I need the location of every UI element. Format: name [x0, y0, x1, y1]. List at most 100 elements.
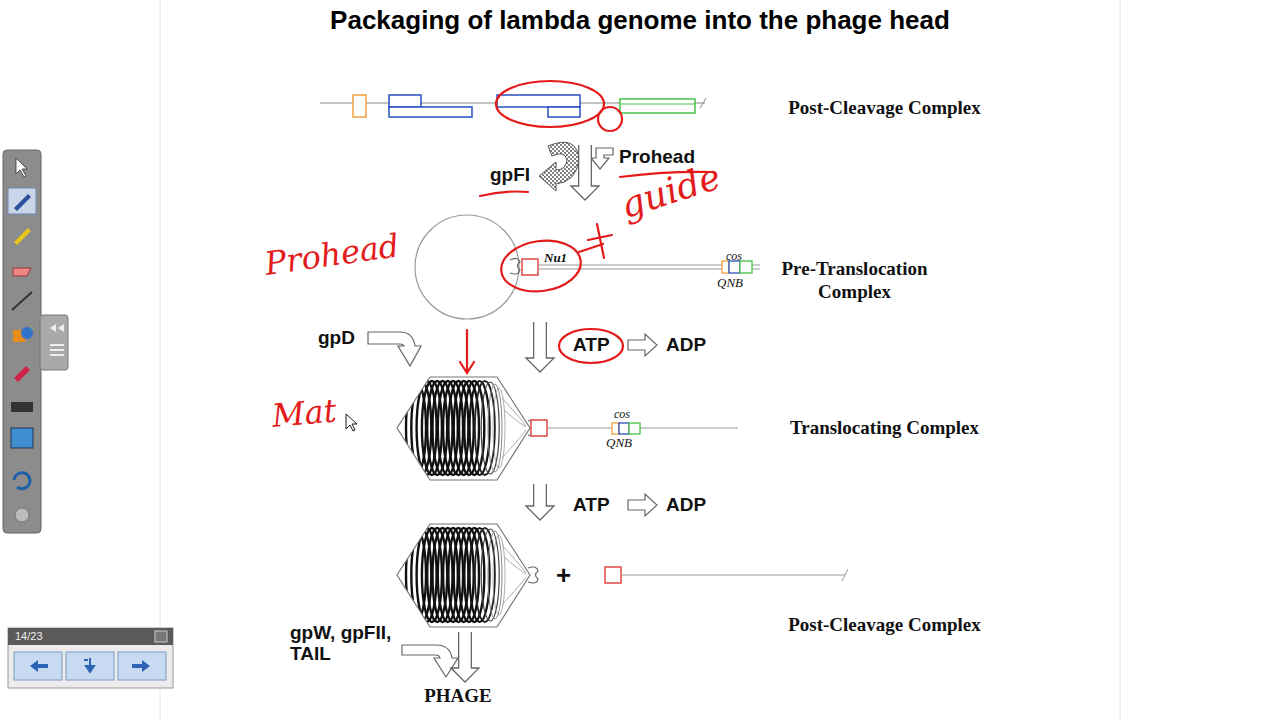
- stage-name: Translocating Complex: [767, 416, 1002, 439]
- dna-post-cleavage-top: [389, 107, 472, 117]
- site-label: cos: [726, 249, 742, 263]
- gpd-arrow: [368, 332, 421, 366]
- site-label: QNB: [717, 275, 743, 290]
- tool-palette: [11, 428, 33, 448]
- energy-label: ATP: [573, 334, 610, 356]
- energy-label: ADP: [666, 494, 706, 516]
- process-arrow: [571, 145, 599, 200]
- tool-palette: [16, 158, 27, 177]
- process-arrow: [526, 484, 554, 520]
- prohead-assembly: [415, 215, 519, 319]
- dna-post-cleavage-top: [353, 95, 366, 117]
- energy-label: ATP: [573, 494, 610, 516]
- handwritten-annotation: [498, 236, 584, 297]
- handwritten-annotation: [579, 244, 603, 252]
- slide-navigator: [84, 658, 94, 672]
- dna-post-cleavage-top: [620, 104, 695, 105]
- dna-post-cleavage-top: [320, 95, 706, 117]
- translocating-head: [397, 377, 738, 480]
- atp-adp-arrow: [628, 334, 657, 516]
- prohead-feed-arrow: [591, 148, 613, 169]
- plus-sign: +: [556, 560, 571, 590]
- translocating-head: [619, 423, 629, 434]
- handwritten-annotation: [496, 81, 604, 127]
- slide-border: [160, 0, 161, 720]
- slide-navigator: [8, 628, 173, 688]
- arrow-body: [579, 145, 590, 188]
- arrow-body: [534, 322, 545, 360]
- handwritten-annotation: [480, 192, 528, 197]
- gpfi-curved-arrow: [539, 142, 579, 191]
- process-arrow: [451, 632, 479, 682]
- gpfi-curved-arrow: [539, 142, 579, 191]
- slide-navigator: [132, 660, 150, 672]
- tool-palette: [14, 366, 30, 382]
- tool-palette: [14, 194, 31, 211]
- filled-head: [621, 574, 845, 575]
- handwritten-note: Prohead: [262, 227, 401, 282]
- arrow-outline: [533, 484, 547, 506]
- stage-name: Pre-Translocation Complex: [767, 257, 942, 303]
- tool-palette: [11, 402, 33, 412]
- complex-stage: Pre-Translocation Complex: [410, 200, 995, 322]
- arrow-head: [571, 186, 599, 200]
- protein-label: gpW, gpFII, TAIL: [290, 622, 412, 664]
- filled-head: [842, 569, 848, 581]
- filled-head: [397, 524, 848, 627]
- prohead-assembly: [415, 215, 760, 319]
- stage-name: PHAGE: [408, 684, 508, 707]
- handwritten-annotation: [460, 330, 474, 373]
- slide-navigator: [155, 631, 167, 642]
- translocating-head: [612, 423, 619, 434]
- atp-adp-arrow: [628, 334, 657, 356]
- tail-addition-arrow: [402, 645, 458, 677]
- dna-post-cleavage-top: [700, 98, 706, 108]
- slide-navigator: [8, 628, 173, 688]
- process-arrow: [526, 322, 554, 372]
- slide-border: [1120, 0, 1121, 720]
- tool-palette: [14, 473, 30, 489]
- prohead-feed-arrow: [591, 148, 613, 169]
- protein-label: gpD: [318, 327, 355, 349]
- product-node: PHAGE: [408, 682, 508, 710]
- complex-stage: Translocating Complex: [395, 372, 990, 484]
- tail-addition-arrow: [402, 645, 458, 677]
- tool-palette: [8, 188, 36, 214]
- slide-border: [160, 0, 1120, 720]
- dna-post-cleavage-top: [548, 107, 580, 117]
- arrow-head: [526, 358, 554, 372]
- filled-head: [397, 524, 538, 627]
- handwritten-annotation: [460, 81, 712, 373]
- slide-title: Packaging of lambda genome into the phag…: [160, 5, 1120, 36]
- mouse-cursor: [346, 414, 357, 431]
- handwritten-annotation: [598, 107, 622, 131]
- arrow-head: [451, 668, 479, 682]
- arrow-head: [526, 506, 554, 520]
- translocating-head: [547, 427, 738, 428]
- stage-name: Post-Cleavage Complex: [767, 96, 1002, 119]
- dna-post-cleavage-top: [389, 95, 421, 107]
- tool-palette: [50, 345, 64, 355]
- tool-palette: [40, 315, 68, 370]
- protein-label: gpFI: [490, 164, 530, 186]
- site-label: cos: [614, 407, 630, 421]
- translocating-head: [397, 377, 538, 480]
- mouse-cursor: [346, 414, 357, 431]
- dna-post-cleavage-top: [497, 95, 580, 107]
- slide-navigator: [66, 652, 114, 680]
- prohead-assembly: [522, 259, 538, 275]
- arrow-body: [459, 632, 470, 670]
- tool-palette: [13, 268, 31, 276]
- dna-post-cleavage-top: [620, 99, 695, 113]
- tool-palette: [15, 508, 29, 522]
- tool-palette: [3, 150, 68, 533]
- slide-navigator: [118, 652, 166, 680]
- tool-palette: [14, 228, 31, 245]
- tool-palette: [50, 324, 64, 332]
- slide-navigator: [14, 652, 62, 680]
- slide-navigator: [8, 628, 173, 645]
- arrow-outline: [578, 145, 592, 186]
- arrow-outline: [533, 322, 547, 358]
